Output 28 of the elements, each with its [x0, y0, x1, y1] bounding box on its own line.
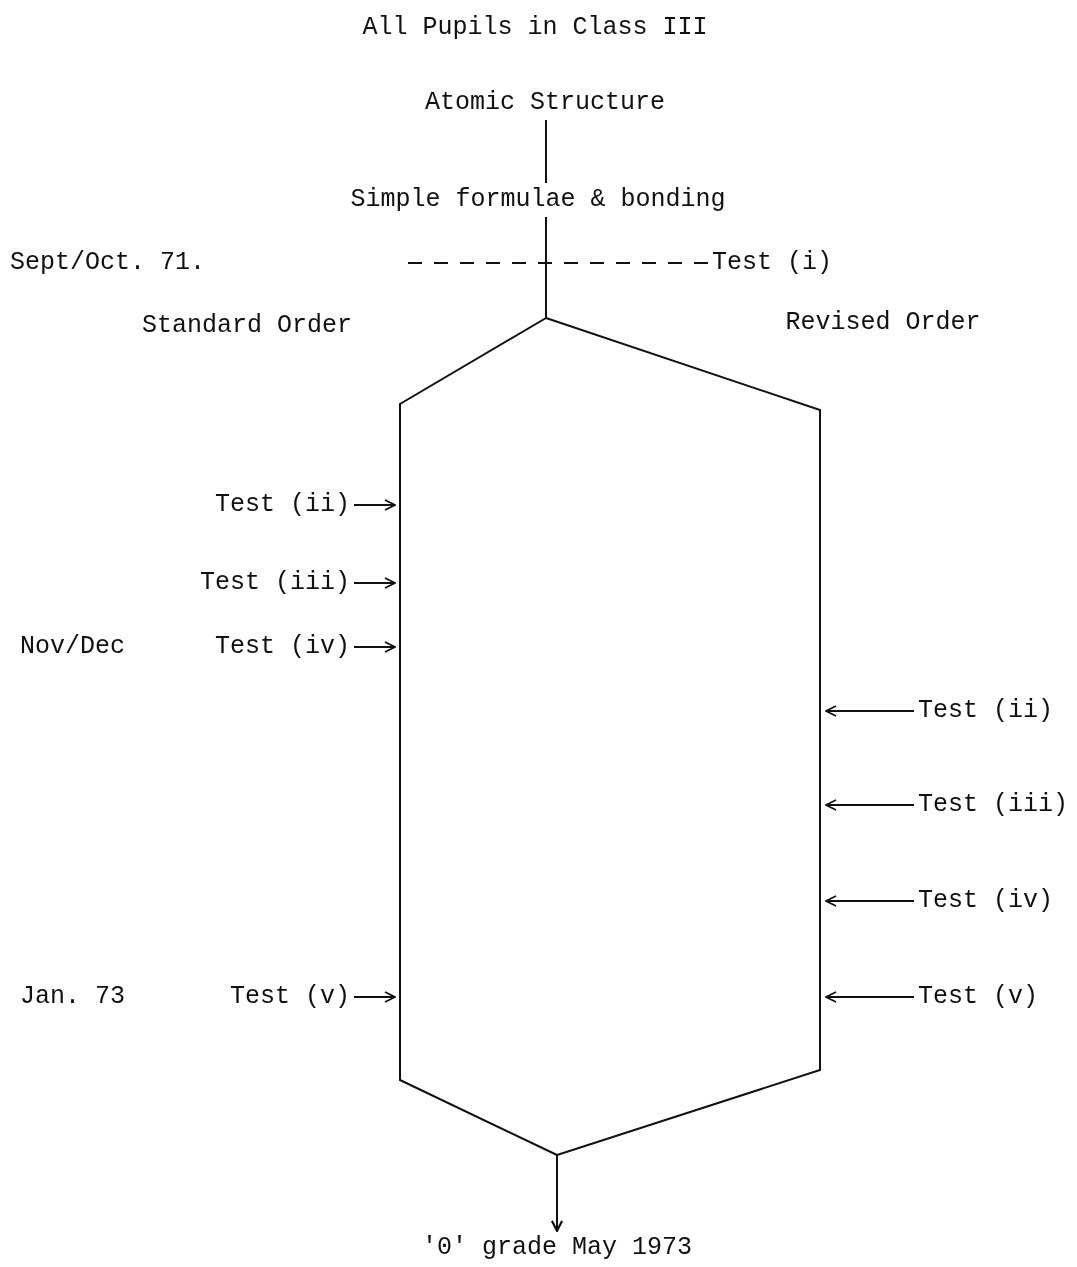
date-label: Nov/Dec	[20, 632, 126, 662]
date-label: Sept/Oct. 71.	[10, 248, 206, 278]
arrow	[353, 577, 396, 589]
node-text: Test (v)	[229, 982, 350, 1012]
arrow	[353, 991, 396, 1003]
node-text: Test (ii)	[918, 696, 1054, 726]
node-text: Test (iv)	[214, 632, 350, 662]
connector-line	[545, 119, 547, 184]
node-text: Test (iii)	[199, 568, 350, 598]
node-text: Test (iv)	[918, 886, 1054, 916]
branch-label: Revised Order	[785, 308, 981, 338]
node-text: Simple formulae & bonding	[350, 185, 726, 215]
arrow	[545, 216, 821, 1232]
date-label: Jan. 73	[20, 982, 126, 1012]
node-text: Test (ii)	[214, 490, 350, 520]
arrow	[825, 991, 915, 1003]
node-text: Test (v)	[918, 982, 1039, 1012]
node-text: Atomic Structure	[425, 88, 665, 118]
node-text: '0' grade May 1973	[422, 1233, 692, 1263]
node-text: Test (iii)	[918, 790, 1069, 820]
arrow	[353, 641, 396, 653]
branch-label: Standard Order	[142, 311, 352, 341]
arrow	[353, 499, 396, 511]
arrow	[825, 799, 915, 811]
arrow	[825, 895, 915, 907]
title: All Pupils in Class III	[362, 13, 708, 43]
node-text: Test (i)	[712, 248, 833, 278]
arrow	[825, 705, 915, 717]
